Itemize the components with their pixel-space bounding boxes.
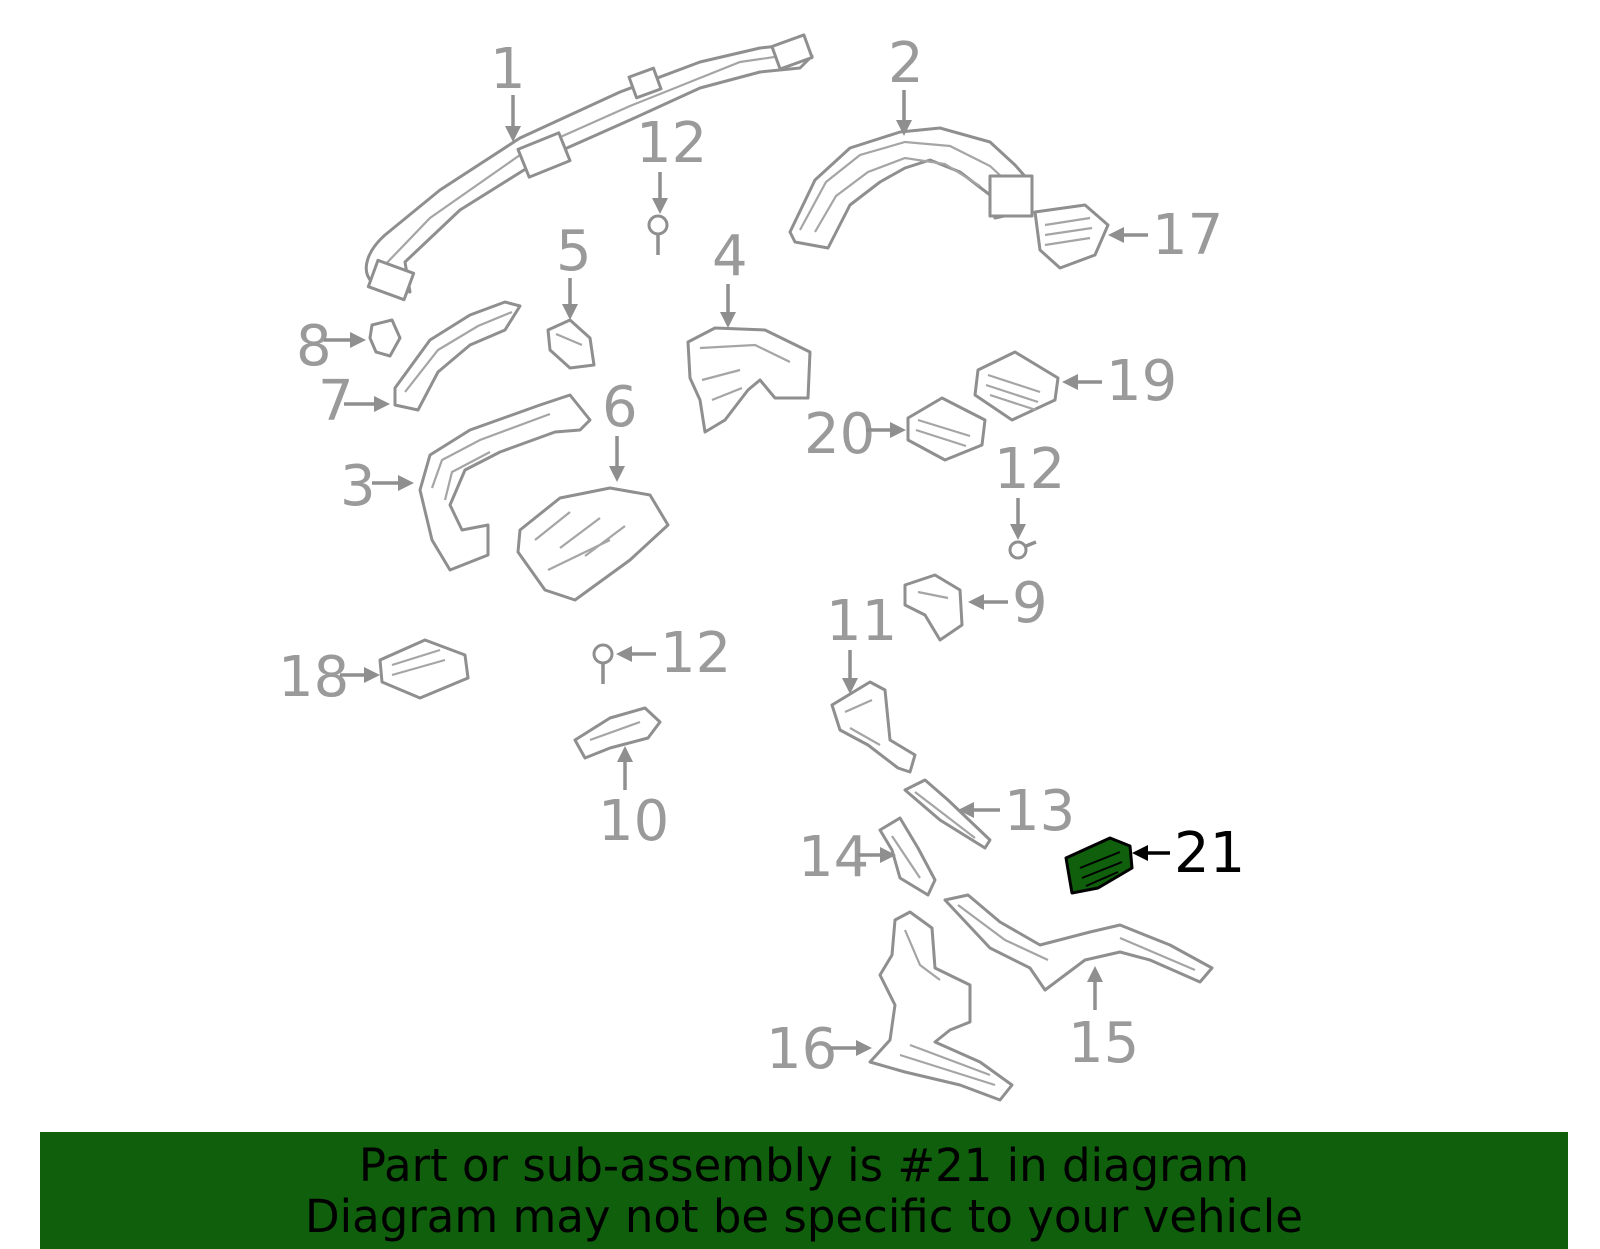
arrow-4	[720, 284, 736, 328]
arrow-12-top	[652, 172, 668, 214]
arrow-11	[842, 650, 858, 694]
info-banner: Part or sub-assembly is #21 in diagram D…	[40, 1132, 1568, 1249]
part-8-clip[interactable]	[368, 318, 402, 358]
part-1-duct[interactable]	[364, 33, 814, 302]
label-1: 1	[490, 37, 526, 102]
part-17-vent[interactable]	[1033, 203, 1110, 270]
label-13: 13	[1004, 779, 1075, 844]
part-6-duct[interactable]	[516, 486, 670, 602]
part-21-vent-highlighted[interactable]	[1064, 836, 1134, 895]
label-5: 5	[556, 219, 592, 284]
part-16-duct[interactable]	[868, 910, 1014, 1102]
part-15-duct[interactable]	[943, 893, 1214, 992]
part-12-clip-mid[interactable]	[1008, 540, 1037, 560]
arrow-18	[340, 667, 380, 683]
banner-line-1: Part or sub-assembly is #21 in diagram	[358, 1139, 1250, 1192]
label-12-low: 12	[660, 621, 731, 686]
arrow-21	[1132, 845, 1170, 861]
part-7-duct[interactable]	[393, 300, 522, 412]
label-4: 4	[712, 224, 748, 289]
arrow-6	[609, 436, 625, 482]
label-6: 6	[602, 375, 638, 440]
label-11: 11	[826, 589, 897, 654]
label-12-top: 12	[636, 111, 707, 176]
part-12-clip-low[interactable]	[592, 643, 614, 684]
parts-diagram: 1 2 12 17 5	[278, 31, 1245, 1102]
label-2: 2	[888, 31, 924, 96]
part-12-clip-top[interactable]	[647, 214, 669, 255]
arrow-14	[858, 847, 896, 863]
arrow-19	[1062, 374, 1102, 390]
arrow-12-low	[616, 646, 656, 662]
part-9-bracket[interactable]	[903, 573, 964, 642]
arrow-7	[344, 396, 390, 412]
label-14: 14	[798, 825, 869, 890]
label-7: 7	[318, 369, 354, 434]
part-19-vent[interactable]	[973, 350, 1060, 422]
arrow-5	[562, 278, 578, 320]
arrow-13	[958, 802, 1000, 818]
label-3: 3	[340, 454, 376, 519]
arrow-10	[617, 746, 633, 790]
arrow-9	[968, 594, 1008, 610]
arrow-16	[830, 1040, 872, 1056]
label-15: 15	[1068, 1011, 1139, 1076]
label-9: 9	[1012, 571, 1048, 636]
arrow-8	[324, 332, 366, 348]
banner-line-2: Diagram may not be specific to your vehi…	[305, 1190, 1303, 1243]
label-8: 8	[296, 314, 332, 379]
arrow-2	[896, 90, 912, 136]
label-18: 18	[278, 645, 349, 710]
arrow-12-mid	[1010, 498, 1026, 540]
part-2-duct[interactable]	[788, 126, 1034, 250]
arrow-3	[372, 475, 414, 491]
arrow-15	[1087, 966, 1103, 1010]
label-20: 20	[804, 402, 875, 467]
part-5-bracket[interactable]	[546, 318, 596, 370]
part-11-duct[interactable]	[830, 680, 917, 774]
label-17: 17	[1152, 203, 1223, 268]
label-16: 16	[766, 1017, 837, 1082]
part-4-duct[interactable]	[686, 326, 812, 434]
label-19: 19	[1106, 349, 1177, 414]
part-10-duct[interactable]	[573, 706, 662, 760]
part-13-duct[interactable]	[903, 778, 992, 850]
part-3-duct[interactable]	[418, 393, 592, 572]
label-12-mid: 12	[994, 437, 1065, 502]
arrow-20	[866, 422, 906, 438]
part-18-vent[interactable]	[378, 638, 470, 700]
part-20-vent[interactable]	[906, 396, 987, 462]
label-10: 10	[598, 789, 669, 854]
arrow-1	[505, 95, 521, 142]
label-21: 21	[1174, 821, 1245, 886]
arrow-17	[1108, 227, 1148, 243]
